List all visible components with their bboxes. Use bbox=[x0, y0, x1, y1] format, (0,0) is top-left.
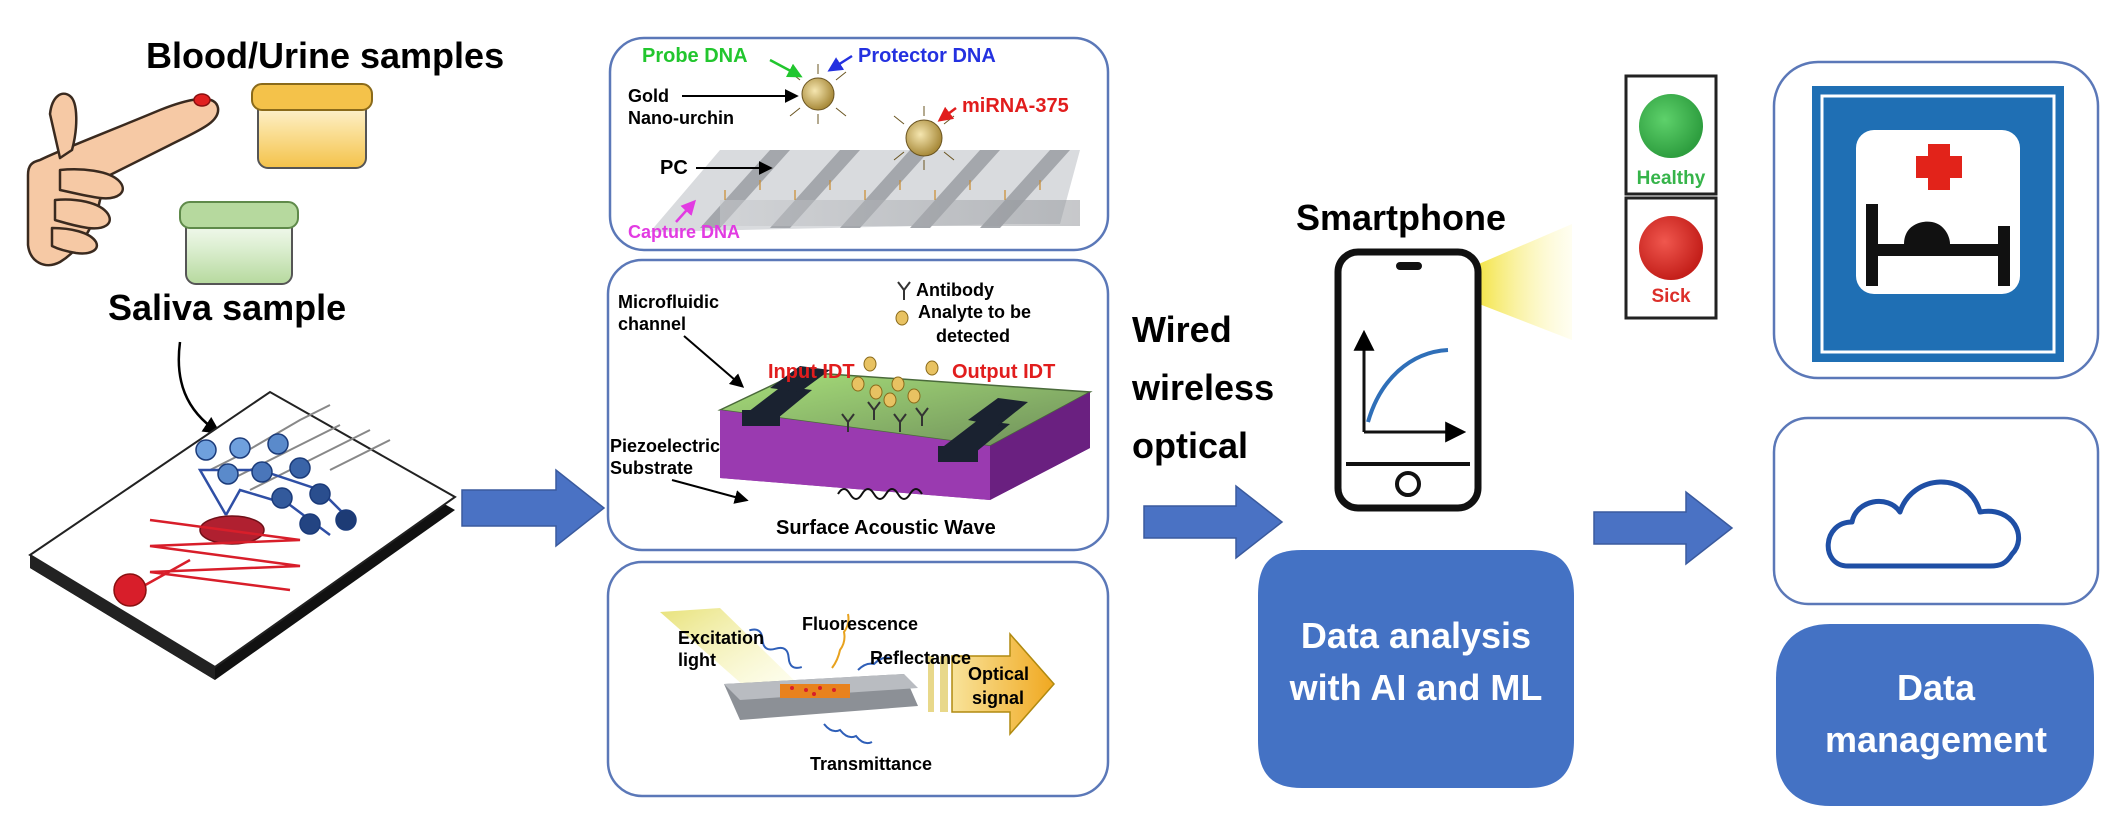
transmittance-label: Transmittance bbox=[810, 754, 932, 774]
excitation-label-line2: light bbox=[678, 650, 716, 670]
analyte-label-line2: detected bbox=[936, 326, 1010, 346]
cloud-panel bbox=[1772, 416, 2100, 606]
data-analysis-box: Data analysis with AI and ML bbox=[1258, 550, 1574, 788]
urine-container-icon bbox=[251, 83, 373, 169]
saw-sensor-panel: Microfluidic channel Antibody Analyte to… bbox=[606, 258, 1110, 552]
microfluidic-label-line1: Microfluidic bbox=[618, 292, 719, 312]
saliva-label: Saliva sample bbox=[108, 287, 346, 328]
sick-label: Sick bbox=[1651, 286, 1691, 307]
optical-label-line2: signal bbox=[972, 688, 1024, 708]
healthy-label: Healthy bbox=[1637, 168, 1706, 189]
management-line2: management bbox=[1825, 719, 2047, 760]
optical-label-line1: Optical bbox=[968, 664, 1029, 684]
smartphone-label: Smartphone bbox=[1296, 197, 1506, 238]
healthy-light-icon bbox=[1639, 94, 1703, 158]
smartphone-icon bbox=[1334, 248, 1482, 512]
analyte-icon bbox=[895, 310, 909, 326]
saliva-container-icon bbox=[179, 201, 299, 285]
protector-dna-label: Protector DNA bbox=[858, 45, 996, 67]
management-line1: Data bbox=[1897, 667, 1976, 708]
excitation-label-line1: Excitation bbox=[678, 628, 764, 648]
piezo-label-line1: Piezoelectric bbox=[610, 436, 720, 456]
reflectance-label: Reflectance bbox=[870, 648, 971, 668]
status-indicator: Healthy Sick bbox=[1624, 74, 1718, 320]
microfluidic-label-line2: channel bbox=[618, 314, 686, 334]
finger-hand-icon bbox=[26, 92, 220, 267]
optical-sensor-panel: Excitation light Fluorescence Reflectanc… bbox=[606, 560, 1110, 798]
optical-signal-arrow bbox=[951, 632, 1055, 736]
analysis-to-management-arrow bbox=[1593, 490, 1734, 566]
analysis-line2: with AI and ML bbox=[1289, 667, 1543, 708]
phone-graph-icon bbox=[1353, 329, 1467, 443]
capture-dna-label: Capture DNA bbox=[628, 222, 740, 242]
transmission-text: Wired wireless optical bbox=[1131, 309, 1274, 466]
gold-label-line2: Nano-urchin bbox=[628, 108, 734, 128]
analysis-line1: Data analysis bbox=[1301, 615, 1531, 656]
samples-section: Blood/Urine samples Saliva sample bbox=[26, 35, 504, 680]
analyte-label-line1: Analyte to be bbox=[918, 302, 1031, 322]
transmission-line2: wireless bbox=[1131, 367, 1274, 408]
mirna-label: miRNA-375 bbox=[962, 95, 1069, 117]
gold-label-line1: Gold bbox=[628, 86, 669, 106]
microfluidic-chip-icon bbox=[28, 390, 457, 680]
antibody-label: Antibody bbox=[916, 280, 994, 300]
smartphone-section: Smartphone bbox=[1296, 197, 1572, 512]
surface-wave-label: Surface Acoustic Wave bbox=[776, 517, 996, 539]
input-idt-label: Input IDT bbox=[768, 361, 855, 383]
probe-dna-label: Probe DNA bbox=[642, 45, 748, 67]
transmission-line3: optical bbox=[1132, 425, 1248, 466]
blood-urine-label: Blood/Urine samples bbox=[146, 35, 504, 76]
hospital-panel bbox=[1772, 60, 2100, 380]
flow-arrows bbox=[461, 468, 1734, 566]
data-management-box: Data management bbox=[1776, 624, 2094, 806]
fluorescence-label: Fluorescence bbox=[802, 614, 918, 634]
output-idt-label: Output IDT bbox=[952, 361, 1055, 383]
gold-nano-urchin-icon bbox=[789, 64, 955, 170]
cloud-icon bbox=[1825, 479, 2022, 569]
sample-to-chip-arrow bbox=[177, 341, 221, 434]
sensor-to-phone-arrow bbox=[1143, 484, 1284, 560]
transmission-line1: Wired bbox=[1132, 309, 1232, 350]
antibody-icon bbox=[897, 281, 911, 300]
sick-light-icon bbox=[1639, 216, 1703, 280]
photonic-crystal-panel: Probe DNA Protector DNA Gold Nano-urchin… bbox=[608, 36, 1110, 252]
chip-to-sensor-arrow bbox=[461, 468, 606, 548]
pc-label: PC bbox=[660, 157, 688, 179]
light-beam-icon bbox=[1474, 224, 1572, 340]
piezo-label-line2: Substrate bbox=[610, 458, 693, 478]
